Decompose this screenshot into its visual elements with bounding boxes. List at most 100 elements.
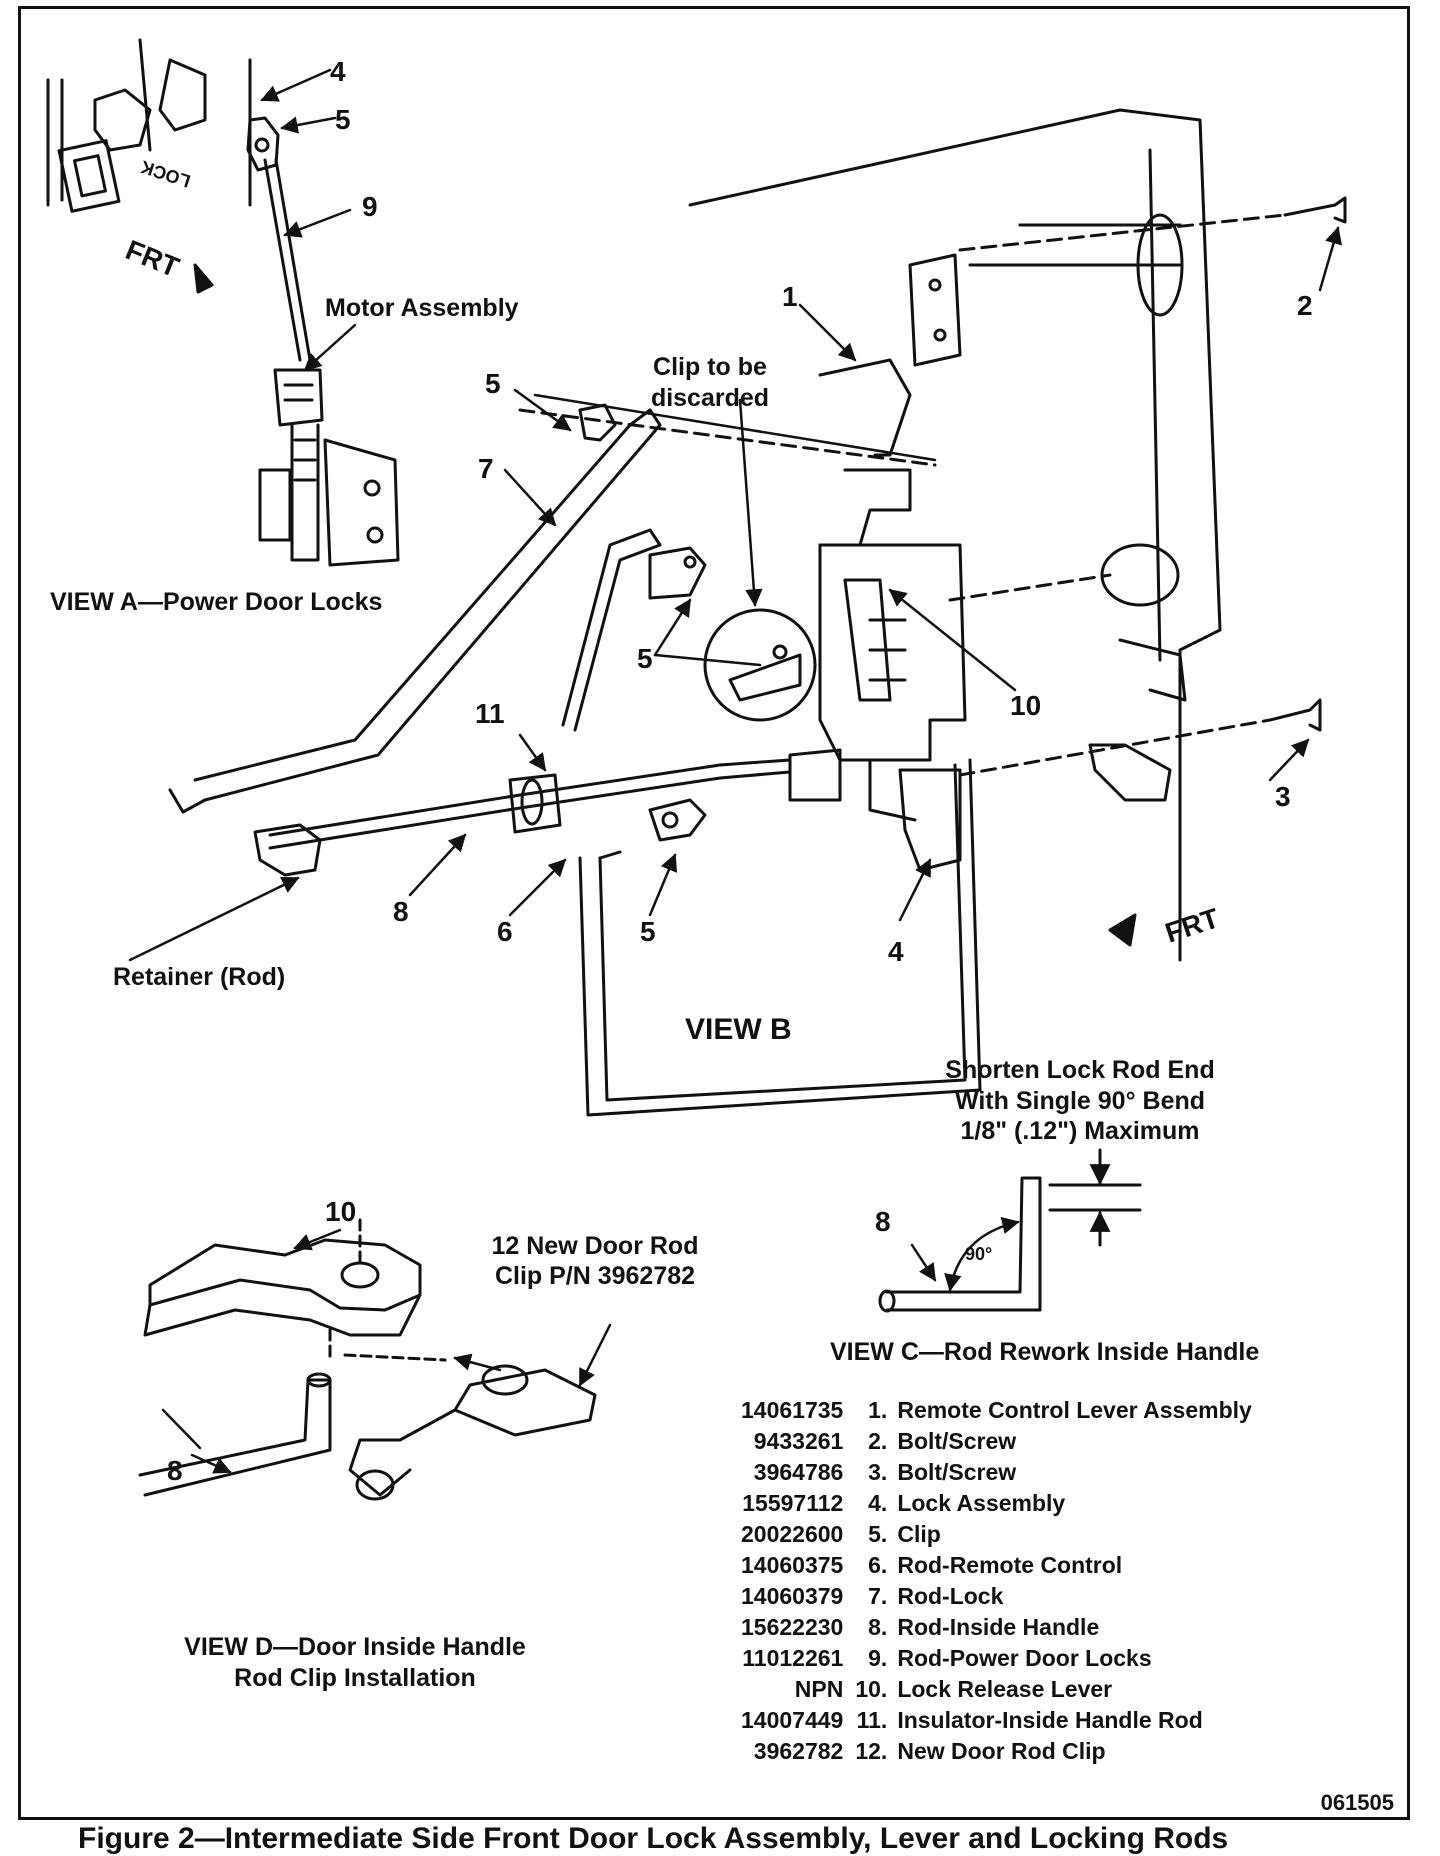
door-frame-lines <box>46 38 252 207</box>
part-index: 3. <box>868 1458 888 1485</box>
part-index: 10. <box>855 1675 888 1702</box>
angle-label: 90° <box>965 1244 993 1264</box>
view-c-title: VIEW C—Rod Rework Inside Handle <box>830 1338 1260 1366</box>
grommet-2 <box>1136 213 1184 317</box>
view-b-drawing <box>168 108 1347 1117</box>
callout-b-11: 11 <box>475 698 505 729</box>
callout-b-6: 6 <box>497 916 513 947</box>
rod-7 <box>168 408 662 814</box>
part-number: NPN <box>794 1675 844 1702</box>
part-name: Bolt/Screw <box>897 1427 1017 1454</box>
part-number: 14060379 <box>741 1582 844 1609</box>
callout-b-7: 7 <box>478 453 494 484</box>
insulator-11 <box>508 773 562 834</box>
part-name: Lock Assembly <box>897 1489 1066 1516</box>
motor-assembly <box>273 368 324 427</box>
part-name: Insulator-Inside Handle Rod <box>897 1706 1203 1733</box>
part-index: 4. <box>868 1489 888 1516</box>
new-door-rod-clip-label: 12 New Door Rod Clip P/N 3962782 <box>491 1232 699 1290</box>
new-rod-clip-12 <box>453 1368 597 1437</box>
grommet-mid <box>1100 543 1180 607</box>
part-name: Remote Control Lever Assembly <box>897 1397 1252 1423</box>
dashed-leader-b <box>518 408 937 467</box>
parts-list-row: 14061735 1. Remote Control Lever Assembly <box>735 1395 1258 1426</box>
part-number: 3962782 <box>753 1737 844 1764</box>
figure-frame <box>18 6 1410 1820</box>
parts-list-row: NPN 10. Lock Release Lever <box>735 1674 1258 1705</box>
parts-list-row: 3964786 3. Bolt/Screw <box>735 1457 1258 1488</box>
part-number: 14061735 <box>741 1397 844 1423</box>
part-index: 6. <box>868 1551 888 1578</box>
part-number: 9433261 <box>753 1427 844 1454</box>
part-index: 8. <box>868 1613 888 1640</box>
view-d-title: VIEW D—Door Inside Handle Rod Clip Insta… <box>184 1633 526 1693</box>
bolt-3 <box>1268 698 1322 732</box>
part-index: 11. <box>856 1706 888 1733</box>
callout-leaders <box>128 68 1343 962</box>
lock-assembly-4 <box>818 543 967 762</box>
view-b-title: VIEW B <box>685 1013 792 1046</box>
part-number: 20022600 <box>741 1520 844 1547</box>
callout-b-5b: 5 <box>637 643 653 674</box>
view-c-drawing <box>878 1148 1142 1313</box>
part-name: Rod-Inside Handle <box>897 1613 1100 1640</box>
part-number: 14007449 <box>741 1706 844 1733</box>
parts-list-row: 15597112 4. Lock Assembly <box>735 1488 1258 1519</box>
clip-5c <box>648 546 707 600</box>
callout-b-5a: 5 <box>485 368 501 399</box>
callout-c-8: 8 <box>875 1206 891 1237</box>
motor-bracket <box>323 438 400 567</box>
part-number: 14060375 <box>741 1551 844 1578</box>
clip-5d <box>648 798 707 842</box>
part-name: Rod-Power Door Locks <box>897 1644 1152 1671</box>
callout-b-1: 1 <box>782 281 798 312</box>
parts-list-row: 15622230 8. Rod-Inside Handle <box>735 1612 1258 1643</box>
parts-list-row: 14060375 6. Rod-Remote Control <box>735 1550 1258 1581</box>
part-number: 11012261 <box>742 1644 844 1671</box>
part-index: 1. <box>868 1397 888 1423</box>
part-number: 3964786 <box>753 1458 844 1485</box>
retainer-rod <box>253 823 322 877</box>
view-a-title: VIEW A—Power Door Locks <box>50 588 383 616</box>
part-index: 2. <box>868 1427 888 1454</box>
part-number: 15597112 <box>742 1489 844 1516</box>
handle-bezel <box>57 139 121 213</box>
callout-a-4: 4 <box>330 56 346 87</box>
retainer-rod-label: Retainer (Rod) <box>113 963 286 991</box>
callout-b-5c: 5 <box>640 916 656 947</box>
figure-caption: Figure 2—Intermediate Side Front Door Lo… <box>78 1822 1229 1855</box>
callout-d-8: 8 <box>167 1455 183 1486</box>
callout-a-9: 9 <box>362 191 378 222</box>
rod-8-d <box>138 1378 332 1497</box>
part-index: 9. <box>868 1644 888 1671</box>
callout-d-10: 10 <box>325 1196 357 1227</box>
bolt-2 <box>1283 196 1347 224</box>
lock-lever <box>93 88 152 152</box>
figure-code: 061505 <box>1320 1790 1394 1815</box>
clip-to-be-discarded-label: Clip to be discarded <box>650 353 770 413</box>
part-name: Bolt/Screw <box>897 1458 1017 1485</box>
part-index: 12. <box>855 1737 888 1764</box>
part-name: Rod-Remote Control <box>897 1551 1123 1578</box>
motor-assembly-label: Motor Assembly <box>325 294 519 322</box>
callout-b-10: 10 <box>1010 690 1042 721</box>
part-name: Lock Release Lever <box>897 1675 1113 1702</box>
bent-rod-8 <box>885 1176 1042 1312</box>
part-number: 15622230 <box>741 1613 844 1640</box>
callout-b-4: 4 <box>888 936 904 967</box>
parts-list: 14061735 1. Remote Control Lever Assembly 9… <box>735 1395 1258 1767</box>
rod-rework-note: Shorten Lock Rod End With Single 90° Ben… <box>945 1056 1215 1145</box>
view-a-drawing <box>46 38 400 567</box>
frt-arrow-a <box>193 263 214 294</box>
callout-b-2: 2 <box>1297 290 1313 321</box>
callout-b-8: 8 <box>393 896 409 927</box>
part-index: 7. <box>868 1582 888 1609</box>
parts-list-row: 9433261 2. Bolt/Screw <box>735 1426 1258 1457</box>
rod-9 <box>263 158 312 362</box>
rod-6-lower <box>578 758 982 1117</box>
door-panel-outline <box>688 108 1222 962</box>
